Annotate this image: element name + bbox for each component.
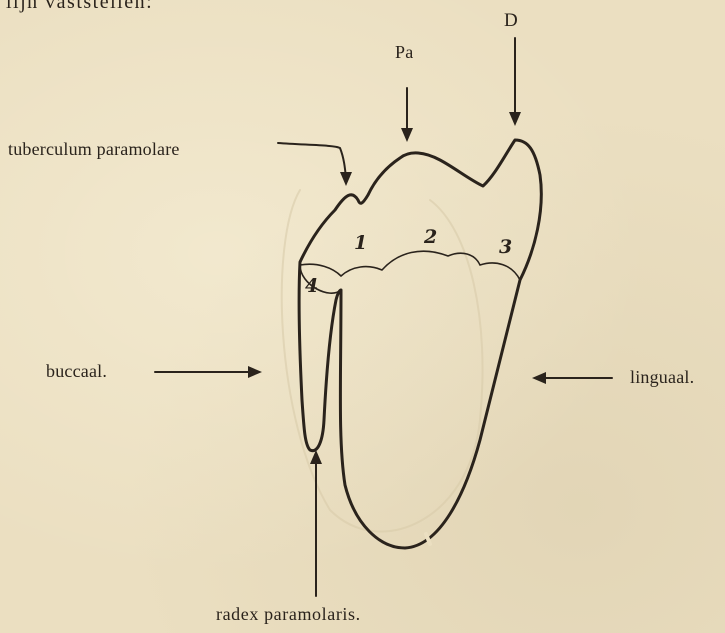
label-radex-paramolaris: radex paramolaris. bbox=[216, 604, 361, 625]
tooth-outline bbox=[299, 140, 541, 548]
label-tuberculum-paramolare: tuberculum paramolare bbox=[8, 139, 180, 160]
arrow-tuberculum bbox=[278, 143, 346, 178]
root-notch bbox=[426, 534, 430, 544]
label-buccaal: buccaal. bbox=[46, 361, 107, 382]
cusp-number-1: 1 bbox=[354, 232, 367, 254]
label-Pa: Pa bbox=[395, 42, 413, 63]
cusp-number-2: 2 bbox=[424, 226, 437, 248]
cervical-line bbox=[300, 251, 520, 280]
cusp-number-4: 4 bbox=[305, 275, 318, 297]
label-linguaal: linguaal. bbox=[630, 367, 694, 388]
arrowhead-tuberculum bbox=[340, 172, 352, 186]
arrowhead-linguaal bbox=[532, 372, 546, 384]
arrowhead-Pa bbox=[401, 128, 413, 142]
label-D: D bbox=[504, 10, 518, 32]
cusp-number-3: 3 bbox=[499, 236, 512, 258]
arrowhead-D bbox=[509, 112, 521, 126]
arrowhead-buccaal bbox=[248, 366, 262, 378]
